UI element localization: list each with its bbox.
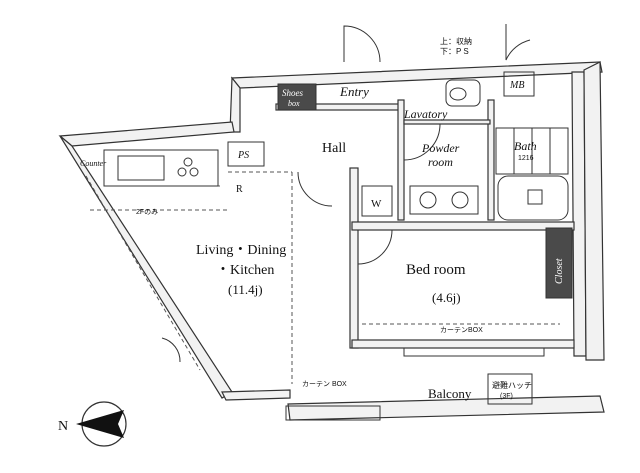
compass-north-label: N (58, 419, 68, 434)
closet-block (545, 227, 573, 299)
refrigerator-label: R (236, 184, 243, 195)
kitchen-counter (103, 149, 219, 187)
bath-grid (495, 127, 569, 175)
ps-box (227, 141, 265, 167)
bath-size-label: 1216 (518, 155, 534, 162)
bath-label: Bath (514, 139, 537, 153)
closet-label: Closet (554, 258, 565, 284)
shoes-box-label-2: box (288, 99, 300, 108)
powder-room-label-2: room (428, 155, 453, 169)
bedroom-size-label: (4.6j) (432, 290, 461, 305)
hall-label: Hall (322, 141, 346, 156)
toilet (445, 79, 481, 107)
washer-space (361, 185, 393, 217)
doors (161, 24, 531, 363)
storage-bottom-note: 下：P S (440, 47, 469, 56)
storage-top-note: 上：収納 (440, 36, 472, 46)
evac-hatch-note-2: (3F) (500, 393, 513, 400)
shoes-box (277, 83, 317, 111)
evac-hatch-note-1: 避難ハッチ (492, 380, 532, 390)
ps-label: PS (237, 150, 249, 161)
evac-hatch (487, 373, 533, 405)
balcony-label: Balcony (428, 386, 472, 401)
lavatory-label: Lavatory (403, 107, 448, 121)
mb-label: MB (509, 80, 524, 91)
compass-rose (76, 401, 127, 447)
sliding-windows (285, 347, 545, 421)
washer-label: W (371, 198, 382, 210)
bathtub (497, 175, 569, 221)
counter-label: Counter (80, 159, 107, 168)
bedroom-label: Bed room (406, 262, 466, 278)
ldk-size-label: (11.4j) (228, 282, 263, 297)
curtain-box-bedroom-note: カーテンBOX (440, 326, 483, 334)
meter-box (503, 71, 535, 97)
ldk-label-2: ・Kitchen (216, 263, 274, 278)
ldk-label-1: Living・Dining (196, 243, 286, 258)
powder-room-fixtures (409, 185, 479, 215)
shoes-box-label-1: Shoes (282, 88, 303, 98)
dashed-guides (85, 171, 560, 384)
floor-marker-note: 2Fのみ (136, 208, 158, 216)
curtain-box-note: カーテン BOX (302, 380, 347, 388)
interior-walls (275, 99, 575, 349)
entry-label: Entry (339, 84, 369, 99)
powder-room-label-1: Powder (421, 141, 460, 155)
outer-walls (58, 61, 605, 421)
